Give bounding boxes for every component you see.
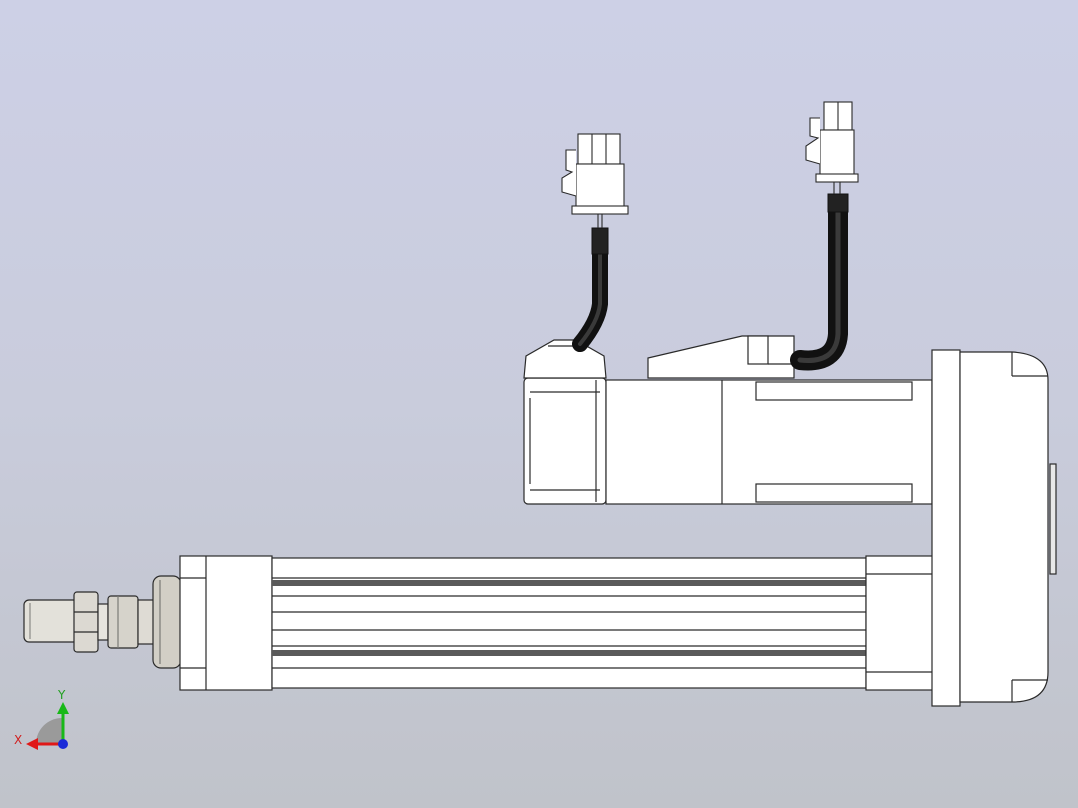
coupling-cover: [959, 351, 1049, 703]
rod-nut: [73, 591, 99, 653]
tube-body: [271, 557, 867, 689]
triad-y-label: Y: [57, 688, 66, 702]
triad-y-arrow-icon: [57, 702, 69, 714]
rod-nut-washer: [97, 603, 109, 641]
motor-body: [605, 379, 933, 505]
rod-seal-flange: [152, 575, 182, 669]
triad-z-axis-dot: [58, 739, 68, 749]
actuator-tube[interactable]: [179, 555, 935, 691]
front-end-cap: [179, 555, 273, 691]
coupling-housing[interactable]: [931, 349, 1057, 707]
piston-rod-end[interactable]: [23, 575, 182, 669]
coupling-plate: [931, 349, 961, 707]
rod-bushing: [137, 599, 155, 645]
rear-end-cap: [865, 555, 935, 691]
tube-slot-bottom: [272, 650, 866, 656]
rod-shaft: [107, 595, 139, 649]
power-connector-housing: [647, 335, 795, 379]
triad-x-label: X: [14, 733, 22, 747]
triad-base-quadrant: [36, 718, 62, 744]
rod-tip: [23, 599, 79, 643]
triad-x-arrow-icon: [26, 738, 38, 750]
servo-motor[interactable]: [523, 335, 933, 505]
power-connector[interactable]: [805, 101, 859, 194]
encoder-connector[interactable]: [561, 133, 629, 228]
tube-slot-top: [272, 580, 866, 586]
encoder-cable: [572, 227, 609, 352]
motor-fin-top: [755, 381, 913, 401]
orientation-triad[interactable]: X Y: [14, 688, 69, 750]
motor-fin-bottom: [755, 483, 913, 503]
power-cable: [790, 193, 849, 371]
motor-rear-cover: [523, 377, 607, 505]
